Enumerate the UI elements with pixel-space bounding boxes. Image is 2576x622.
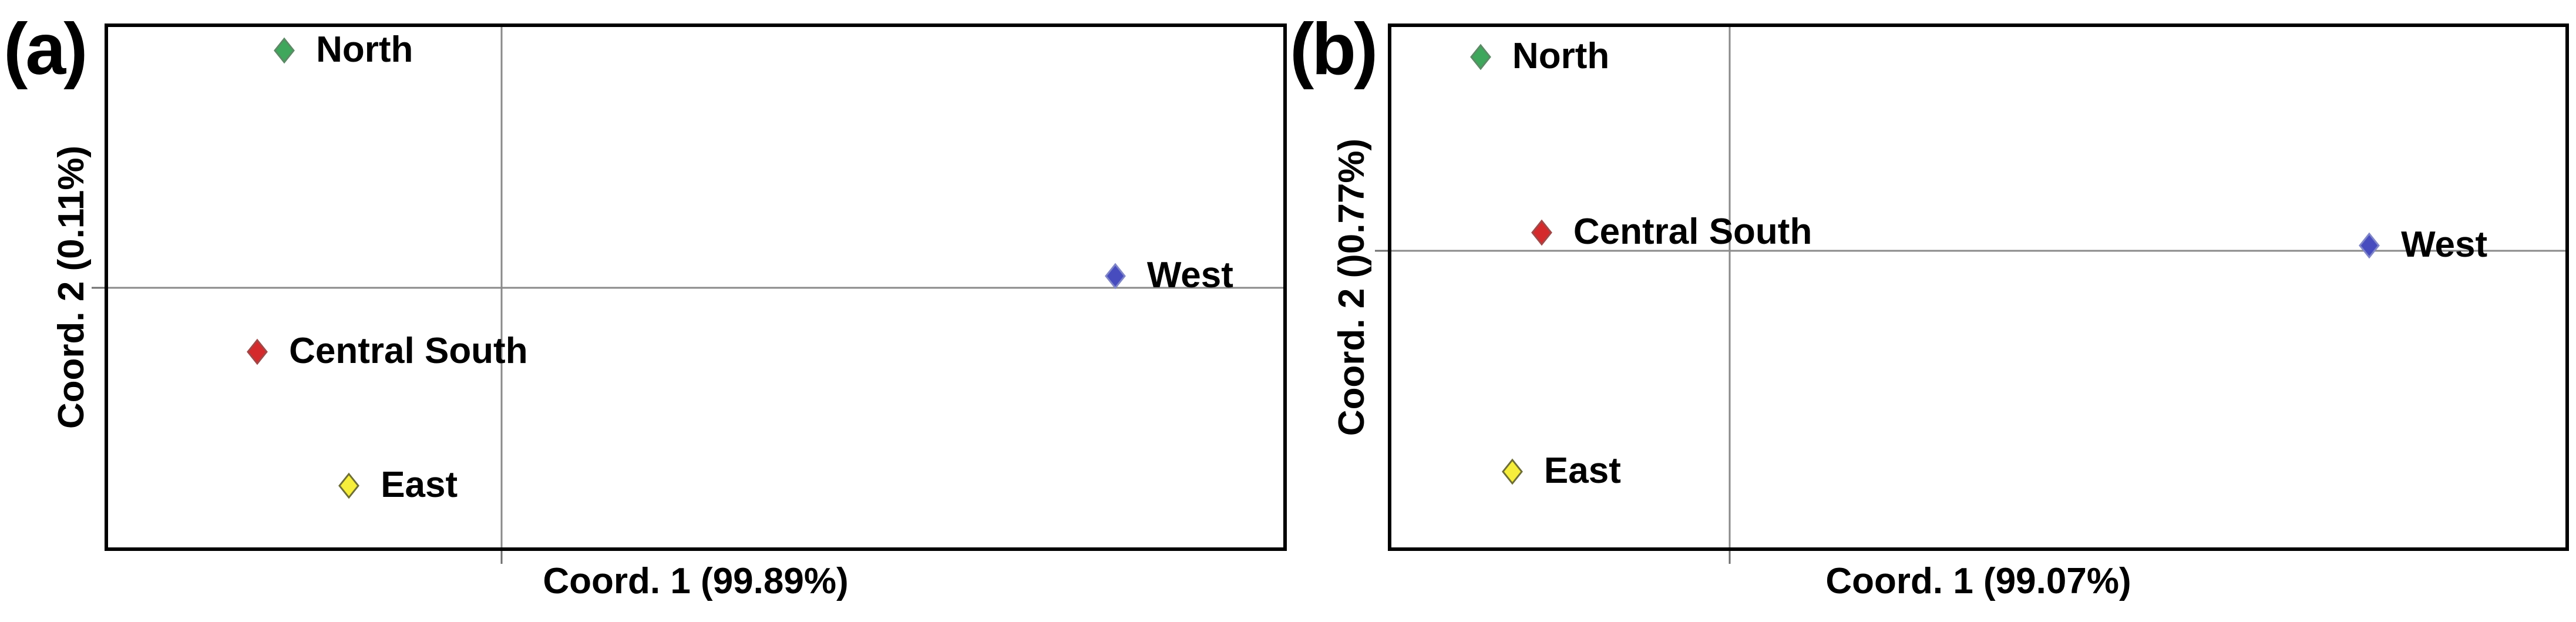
west-diamond-icon: [2359, 232, 2380, 259]
data-point-label-west: West: [2401, 224, 2488, 265]
x-axis-tick: [500, 551, 503, 564]
data-point-label-north: North: [316, 29, 413, 70]
data-point-label-central-south: Central South: [289, 330, 528, 371]
central-south-diamond-icon: [1531, 219, 1552, 246]
data-point-label-north: North: [1512, 36, 1610, 77]
panel-a-x-axis-label: Coord. 1 (99.89%): [543, 561, 849, 601]
east-diamond-icon: [1501, 458, 1523, 485]
data-point-label-east: East: [381, 464, 458, 505]
data-point-label-west: West: [1146, 255, 1233, 296]
panel-b-y-axis-label: Coord. 2 ()0.77%): [1331, 138, 1372, 436]
west-diamond-icon: [1104, 263, 1126, 290]
panel-a-label: (a): [4, 9, 88, 90]
east-diamond-icon: [338, 472, 360, 499]
north-diamond-icon: [274, 37, 295, 64]
x-axis-tick: [1728, 551, 1731, 564]
data-point-label-east: East: [1543, 450, 1621, 491]
central-south-diamond-icon: [247, 338, 268, 365]
horizontal-gridline: [108, 287, 1283, 289]
panel-b-label: (b): [1290, 9, 1378, 90]
horizontal-gridline: [1391, 250, 2565, 252]
data-point-label-central-south: Central South: [1573, 211, 1812, 252]
y-axis-tick: [92, 287, 105, 289]
north-diamond-icon: [1470, 43, 1491, 70]
vertical-gridline: [1728, 27, 1731, 547]
panel-b-x-axis-label: Coord. 1 (99.07%): [1825, 561, 2131, 601]
y-axis-tick: [1375, 250, 1388, 252]
